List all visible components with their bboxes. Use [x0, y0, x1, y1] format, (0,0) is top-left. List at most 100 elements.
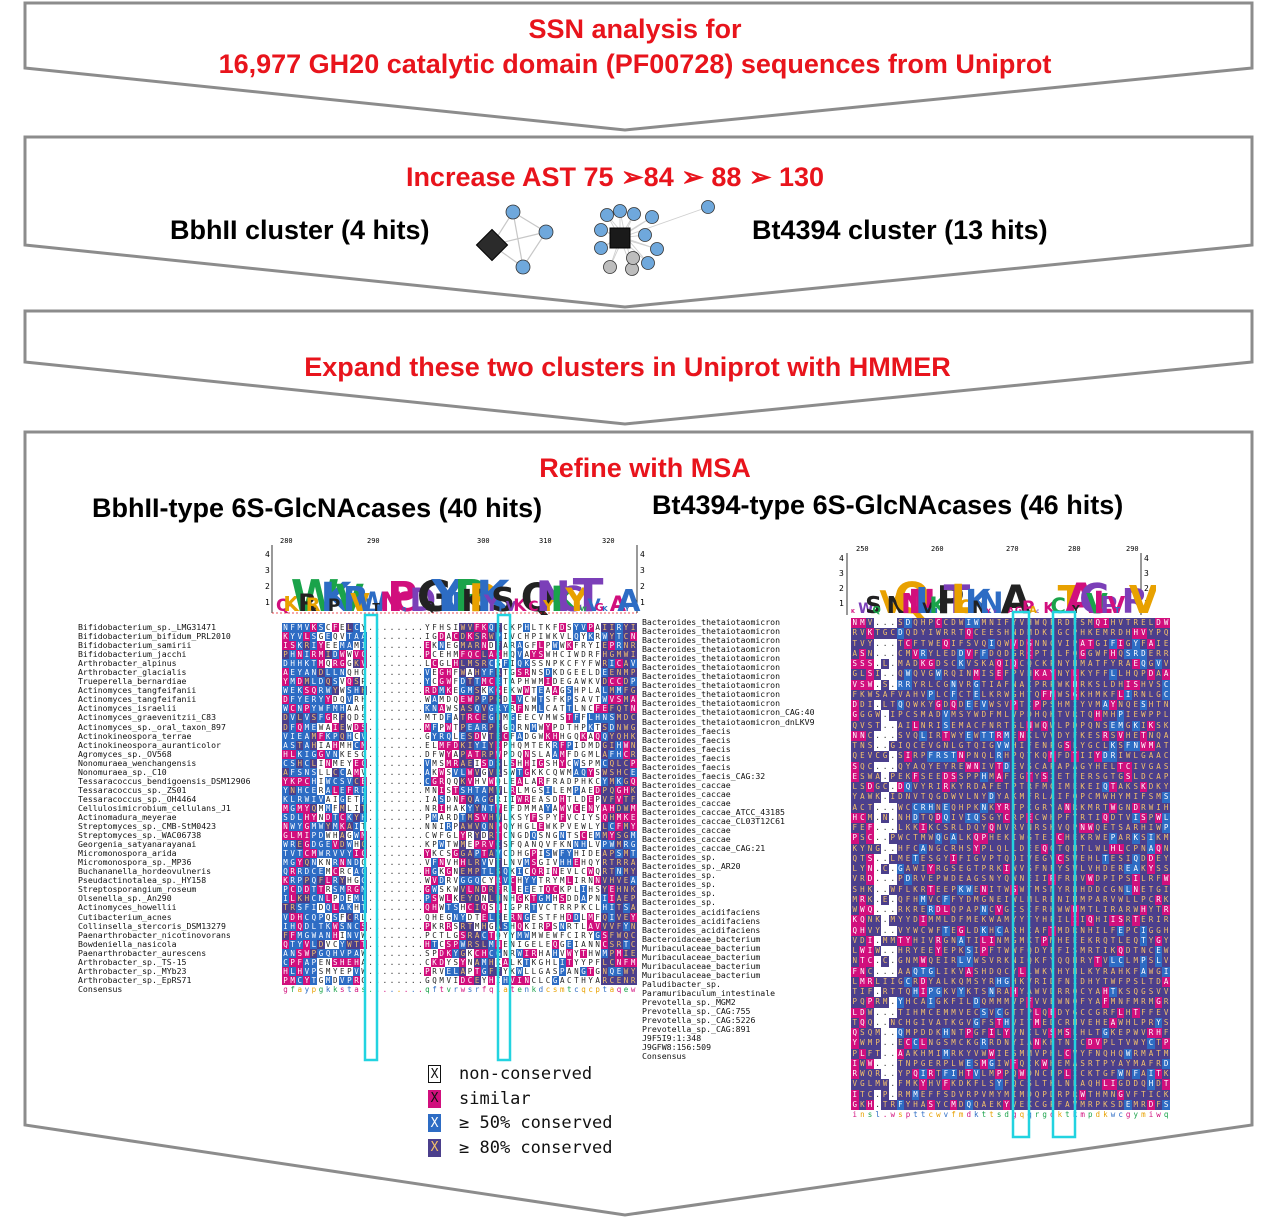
alignment-cell: G	[360, 749, 368, 759]
alignment-cell: .	[402, 849, 410, 859]
alignment-cell: T	[896, 1007, 905, 1018]
alignment-cell: .	[416, 948, 424, 958]
alignment-cell: .	[888, 730, 897, 741]
alignment-cell: M	[352, 894, 361, 904]
alignment-cell: V	[866, 751, 874, 762]
alignment-cell: E	[1124, 935, 1132, 946]
alignment-cell: S	[1063, 741, 1072, 752]
alignment-cell: T	[1025, 915, 1034, 926]
alignment-cell: L	[1094, 853, 1102, 864]
alignment-cell: .	[402, 686, 410, 696]
alignment-cell: L	[1078, 864, 1087, 875]
alignment-cell: V	[926, 935, 935, 946]
alignment-cell: D	[942, 700, 950, 711]
alignment-cell: R	[1033, 792, 1041, 803]
alignment-cell: K	[1139, 864, 1148, 875]
alignment-cell: V	[957, 812, 965, 823]
alignment-cell: M	[430, 812, 439, 823]
logo-letter: A	[610, 592, 627, 615]
alignment-cell: E	[629, 767, 637, 777]
alignment-cell: G	[1086, 741, 1094, 752]
alignment-cell: E	[360, 776, 368, 786]
alignment-cell: G	[551, 831, 559, 841]
alignment-cell: R	[289, 876, 297, 886]
alignment-cell: L	[1101, 843, 1110, 854]
alignment-cell: S	[360, 713, 368, 723]
alignment-cell: L	[888, 853, 897, 864]
alignment-cell: Y	[572, 948, 580, 958]
alignment-cell: E	[501, 939, 509, 949]
alignment-cell: .	[402, 677, 410, 687]
alignment-cell: .	[367, 758, 375, 768]
alignment-cell: I	[1025, 1028, 1034, 1039]
logo-letter: Q	[402, 607, 406, 613]
alignment-cell: I	[934, 720, 943, 731]
alignment-cell: L	[452, 831, 460, 841]
alignment-cell: Q	[1139, 659, 1148, 670]
alignment-cell: D	[594, 740, 602, 750]
alignment-cell: R	[1002, 802, 1011, 813]
alignment-cell: Q	[516, 659, 524, 669]
alignment-cell: Q	[904, 987, 912, 998]
alignment-cell: N	[587, 939, 595, 949]
alignment-cell: G	[345, 831, 353, 841]
alignment-cell: T	[1131, 1007, 1140, 1018]
alignment-cell: S	[338, 921, 346, 931]
alignment-cell: W	[1116, 1017, 1125, 1028]
alignment-cell: I	[579, 812, 588, 823]
alignment-cell: .	[416, 921, 424, 931]
alignment-cell: K	[551, 632, 559, 642]
alignment-cell: G	[317, 975, 325, 985]
alignment-cell: q	[1162, 1110, 1170, 1121]
alignment-cell: I	[1071, 700, 1079, 711]
alignment-cell: A	[896, 720, 905, 731]
alignment-cell: V	[338, 849, 346, 859]
alignment-cell: C	[1078, 1007, 1087, 1018]
alignment-cell: Y	[587, 975, 595, 985]
alignment-cell: N	[1018, 1028, 1026, 1039]
alignment-cell: c	[1116, 1110, 1125, 1121]
alignment-cell: P	[310, 957, 318, 967]
alignment-cell: .	[395, 776, 403, 786]
alignment-cell: .	[409, 921, 417, 931]
alignment-cell: .	[888, 1038, 897, 1049]
alignment-cell: H	[303, 894, 311, 904]
alignment-cell: .	[367, 677, 375, 687]
alignment-cell: L	[1109, 669, 1117, 680]
alignment-cell: R	[1086, 946, 1094, 957]
alignment-cell: P	[1010, 669, 1019, 680]
alignment-cell: k	[1056, 1110, 1064, 1121]
alignment-cell: .	[888, 720, 897, 731]
alignment-cell: P	[608, 641, 616, 651]
alignment-cell: E	[987, 628, 996, 639]
alignment-cell: H	[345, 876, 353, 886]
alignment-cell: G	[509, 713, 517, 723]
alignment-cell: T	[1040, 1079, 1049, 1090]
alignment-cell: .	[873, 1058, 882, 1069]
alignment-cell: H	[1010, 987, 1019, 998]
alignment-cell: W	[942, 874, 950, 885]
alignment-cell: A	[452, 749, 460, 759]
alignment-cell: N	[430, 822, 439, 832]
alignment-cell: Y	[579, 632, 588, 642]
alignment-cell: C	[331, 776, 339, 786]
alignment-cell: s	[995, 1110, 1003, 1121]
alignment-cell: E	[345, 794, 353, 804]
alignment-cell: F	[530, 812, 538, 823]
alignment-cell: I	[1078, 751, 1087, 762]
alignment-cell: Q	[911, 1069, 920, 1080]
alignment-cell: C	[558, 650, 566, 660]
alignment-cell: I	[608, 659, 616, 669]
alignment-cell: I	[934, 782, 943, 793]
alignment-cell: T	[587, 966, 595, 976]
logo-letter: P	[387, 573, 417, 615]
alignment-cell: N	[1162, 700, 1170, 711]
alignment-cell: K	[1101, 689, 1110, 700]
alignment-cell: A	[1147, 1048, 1155, 1059]
alignment-cell: D	[995, 1038, 1003, 1049]
species-name: Bacteroides_thetaiotaomicron	[642, 672, 781, 682]
alignment-cell: Y	[331, 966, 339, 976]
alignment-cell: E	[608, 668, 616, 678]
alignment-cell: .	[409, 975, 417, 985]
alignment-cell: H	[1018, 925, 1026, 936]
